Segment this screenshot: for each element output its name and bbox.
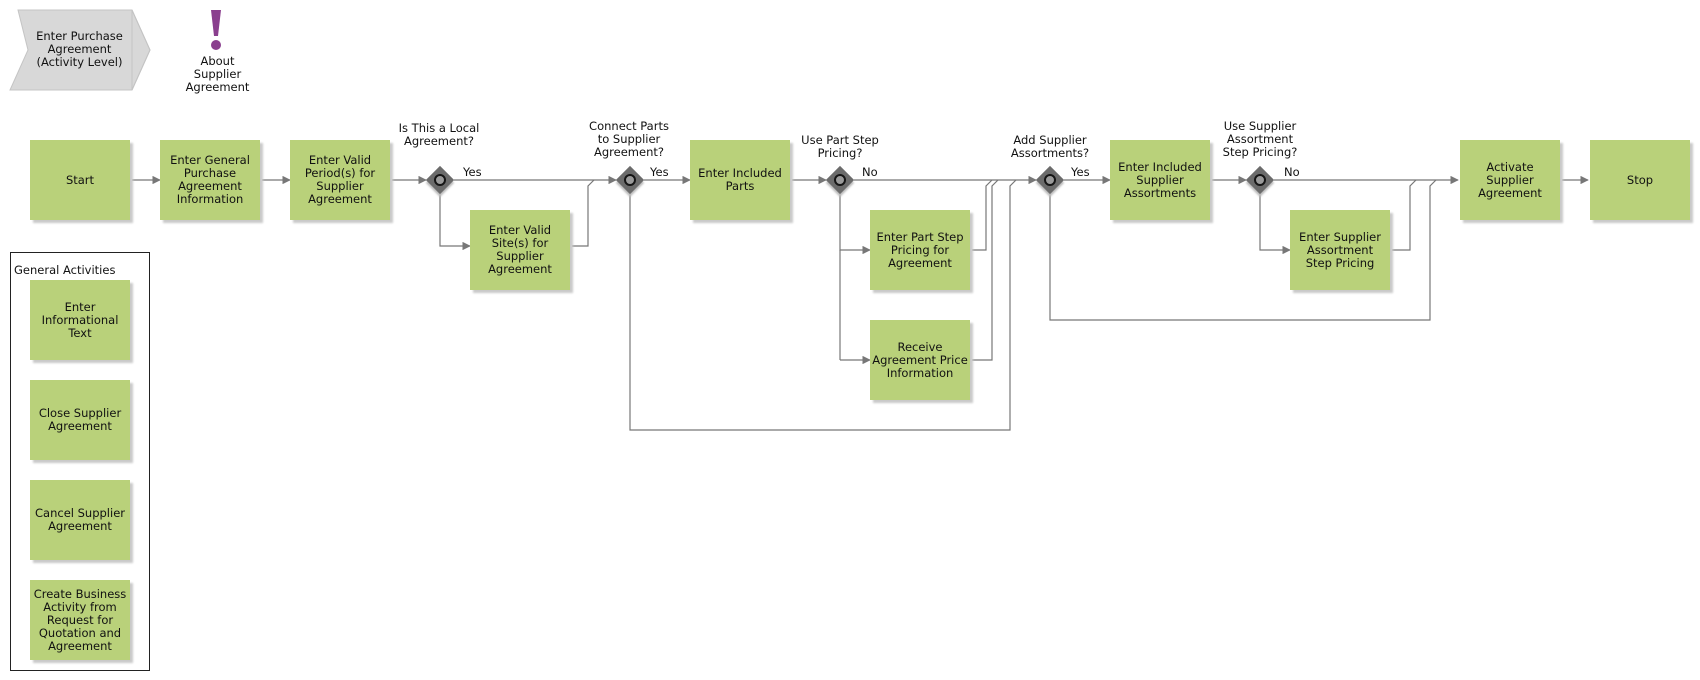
general-activities-panel: General Activities <box>10 252 150 671</box>
gateway-question: Use Supplier Assortment Step Pricing? <box>1222 119 1298 159</box>
gateway-question: Is This a Local Agreement? <box>398 121 480 148</box>
cancel-supplier-agreement-step[interactable]: Cancel Supplier Agreement <box>30 480 130 560</box>
enter-valid-period-step[interactable]: Enter Valid Period(s) for Supplier Agree… <box>290 140 390 220</box>
exclamation-icon[interactable] <box>208 10 224 52</box>
enter-part-step-pricing-step[interactable]: Enter Part Step Pricing for Agreement <box>870 210 970 290</box>
gateway-circle-icon <box>1251 171 1269 189</box>
enter-general-info-step[interactable]: Enter General Purchase Agreement Informa… <box>160 140 260 220</box>
activate-agreement-step[interactable]: Activate Supplier Agreement <box>1460 140 1560 220</box>
about-supplier-agreement-link[interactable]: About Supplier Agreement <box>185 54 250 94</box>
enter-included-parts-step[interactable]: Enter Included Parts <box>690 140 790 220</box>
flow-receive-merge <box>972 179 999 361</box>
enter-included-assortments-step[interactable]: Enter Included Supplier Assortments <box>1110 140 1210 220</box>
gateway-question: Connect Parts to Supplier Agreement? <box>589 119 669 159</box>
close-supplier-agreement-step[interactable]: Close Supplier Agreement <box>30 380 130 460</box>
gateway-circle-icon <box>621 171 639 189</box>
branch-label: No <box>1284 165 1300 179</box>
flow-sites-merge <box>572 179 595 247</box>
create-business-activity-step[interactable]: Create Business Activity from Request fo… <box>30 580 130 660</box>
flow-local-no <box>439 194 471 251</box>
enter-valid-sites-step[interactable]: Enter Valid Site(s) for Supplier Agreeme… <box>470 210 570 290</box>
stop-step[interactable]: Stop <box>1590 140 1690 220</box>
enter-informational-text-step[interactable]: Enter Informational Text <box>30 280 130 360</box>
flow-step-merge <box>972 179 993 251</box>
branch-label: Yes <box>463 165 482 179</box>
flow-connect-no <box>629 179 1017 431</box>
branch-label: Yes <box>650 165 669 179</box>
flow-part-step-yes <box>839 194 871 255</box>
gateway-circle-icon <box>831 171 849 189</box>
gateway-circle-icon <box>431 171 449 189</box>
flow-assort-no <box>1049 179 1437 321</box>
flow-assort-step-merge <box>1392 179 1417 251</box>
branch-label: No <box>862 165 878 179</box>
receive-price-info-step[interactable]: Receive Agreement Price Information <box>870 320 970 400</box>
general-activities-title: General Activities <box>14 263 116 277</box>
flow-assort-step-yes <box>1259 194 1291 255</box>
gateway-circle-icon <box>1041 171 1059 189</box>
branch-label: Yes <box>1071 165 1090 179</box>
start-step[interactable]: Start <box>30 140 130 220</box>
gateway-question: Add Supplier Assortments? <box>1010 133 1090 160</box>
enter-assortment-step-pricing-step[interactable]: Enter Supplier Assortment Step Pricing <box>1290 210 1390 290</box>
chevron-nav-label[interactable]: Enter Purchase Agreement (Activity Level… <box>36 29 123 69</box>
gateway-question: Use Part Step Pricing? <box>801 133 879 160</box>
